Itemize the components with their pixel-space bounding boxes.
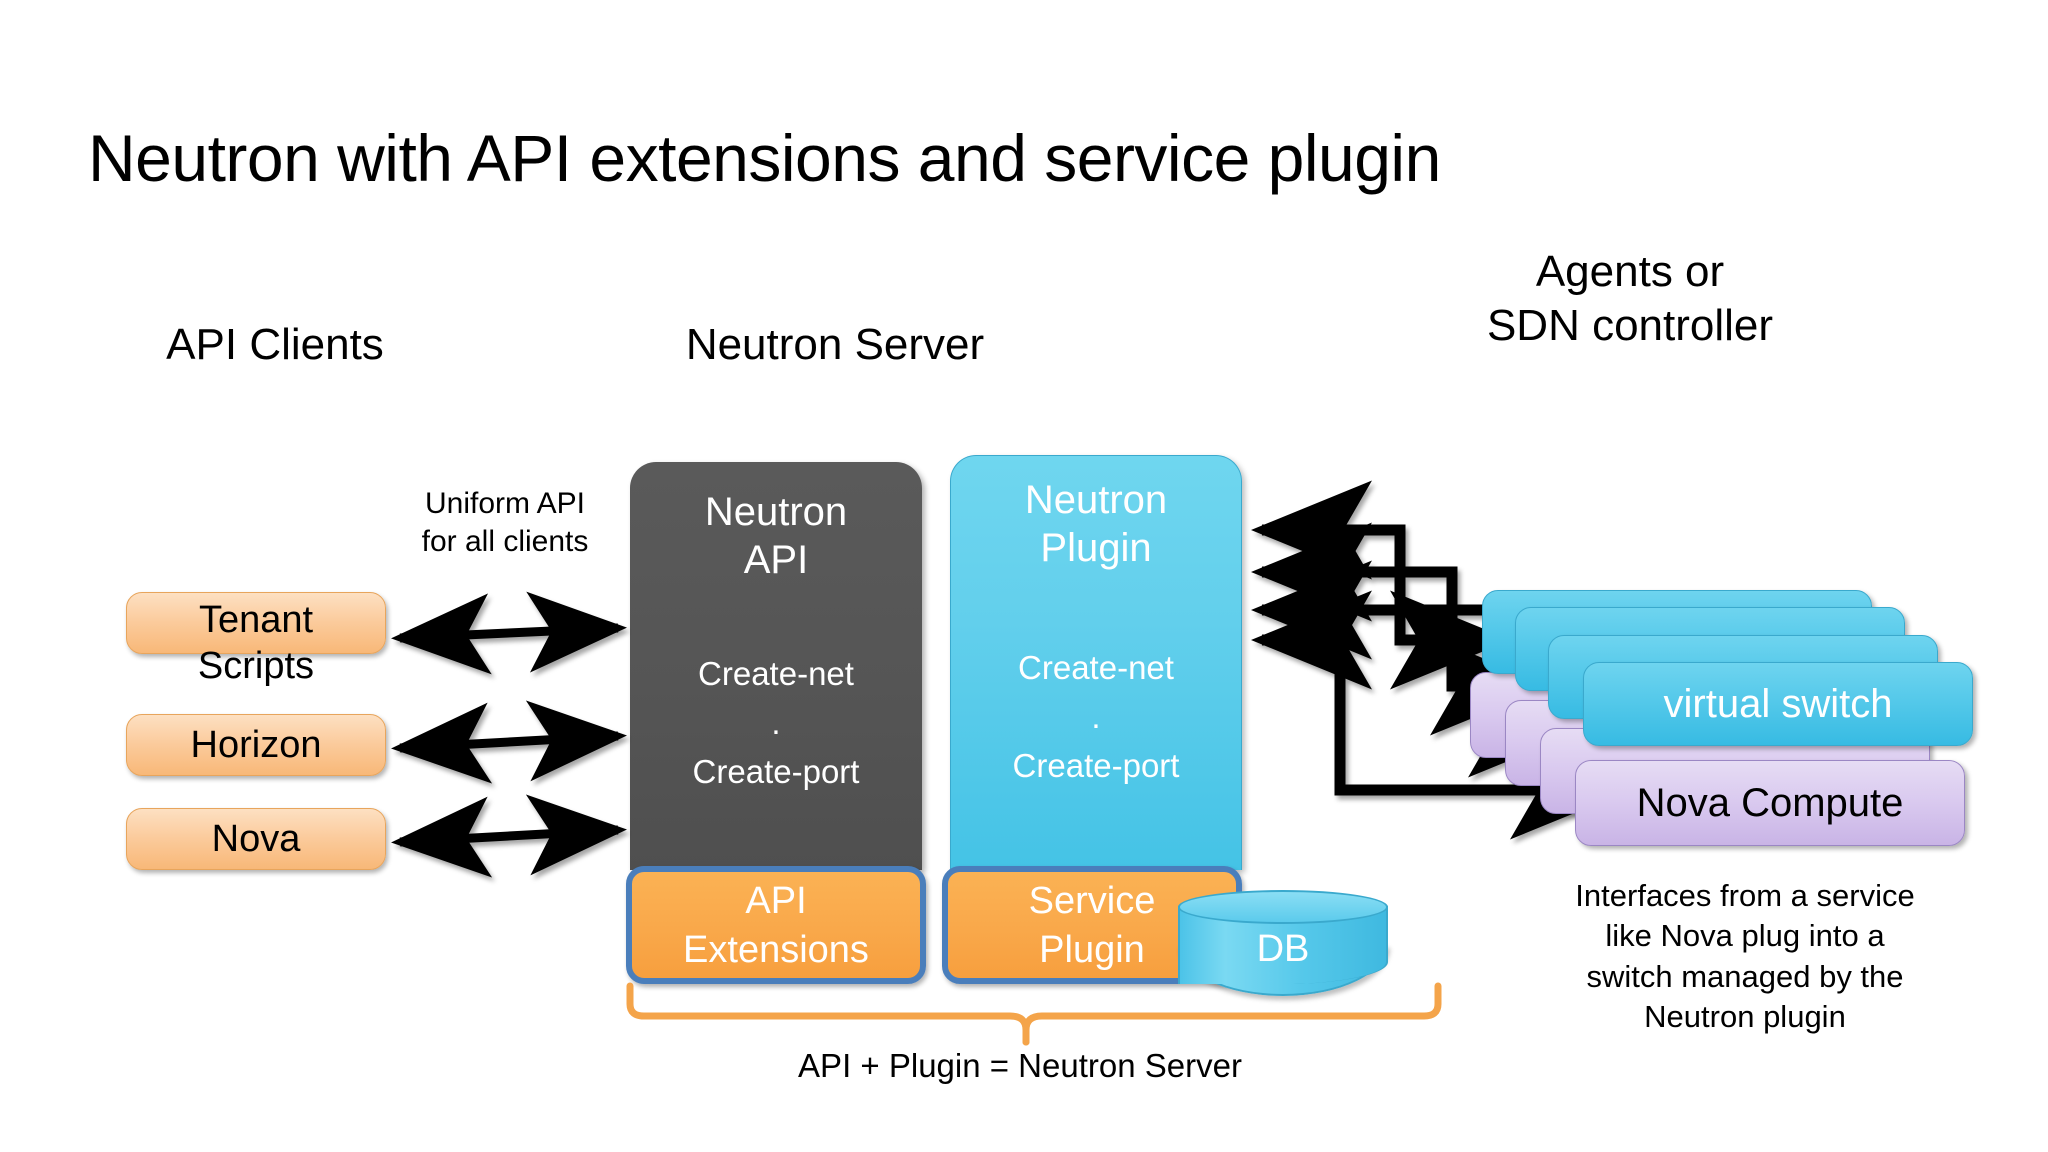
- neutron-api-op-create-port: Create-port: [692, 753, 860, 790]
- neutron-plugin-title-line2: Plugin: [1040, 526, 1152, 570]
- neutron-plugin-operations: Create-net . Create-port: [951, 651, 1241, 782]
- neutron-api-operations: Create-net . Create-port: [630, 657, 922, 788]
- nova-compute-label: Nova Compute: [1636, 780, 1904, 825]
- heading-agents-line1: Agents or: [1535, 247, 1725, 296]
- arrow-horizon-to-api: [391, 700, 627, 784]
- neutron-api-title-line2: API: [743, 538, 809, 582]
- uniform-api-note-line2: for all clients: [421, 525, 589, 559]
- neutron-api-title-line1: Neutron: [704, 490, 848, 534]
- arrow-nova-to-api: [391, 794, 627, 878]
- api-extensions-line2: Extensions: [683, 928, 869, 971]
- neutron-plugin-op-create-port: Create-port: [1012, 747, 1180, 784]
- neutron-plugin-title-line1: Neutron: [1024, 478, 1168, 522]
- neutron-api-op-create-net: Create-net: [698, 655, 854, 692]
- neutron-plugin-column[interactable]: Neutron Plugin Create-net . Create-port: [950, 455, 1242, 870]
- client-box-tenant-scripts[interactable]: Tenant Scripts: [126, 592, 386, 687]
- uniform-api-note-line1: Uniform API: [424, 487, 586, 520]
- client-box-tenant-scripts-line2: Scripts: [197, 645, 315, 688]
- virtual-switch-front[interactable]: virtual switch: [1583, 662, 1973, 746]
- connector-plugin-switch-1: [1251, 480, 1511, 690]
- nova-caption-line4: Neutron plugin: [1644, 998, 1846, 1034]
- brace-caption: API + Plugin = Neutron Server: [798, 1047, 1242, 1084]
- neutron-plugin-op-ellipsis: .: [1091, 698, 1101, 735]
- api-extensions-line1: API: [745, 880, 807, 922]
- neutron-plugin-title: Neutron Plugin: [951, 476, 1241, 572]
- api-extensions-box[interactable]: API Extensions: [626, 866, 926, 984]
- virtual-switch-label: virtual switch: [1663, 681, 1893, 726]
- neutron-api-op-ellipsis: .: [771, 704, 781, 741]
- service-plugin-line1: Service: [1028, 880, 1156, 922]
- nova-caption-line1: Interfaces from a service: [1575, 878, 1915, 913]
- nova-caption-line2: like Nova plug into a: [1605, 918, 1885, 954]
- service-plugin-line2: Plugin: [1039, 928, 1145, 971]
- client-box-tenant-scripts-line1: Tenant: [198, 599, 314, 641]
- nova-interfaces-caption: Interfaces from a service like Nova plug…: [1530, 876, 1960, 1037]
- nova-caption-line3: switch managed by the: [1586, 958, 1904, 994]
- neutron-api-title: Neutron API: [630, 488, 922, 584]
- page-title: Neutron with API extensions and service …: [88, 121, 1441, 195]
- neutron-plugin-op-create-net: Create-net: [1018, 649, 1174, 686]
- heading-neutron-server: Neutron Server: [685, 320, 985, 369]
- heading-agents-sdn-controller: Agents or SDN controller: [1360, 245, 1900, 352]
- database-label: DB: [1256, 928, 1310, 970]
- heading-api-clients: API Clients: [166, 320, 384, 369]
- nova-compute-front[interactable]: Nova Compute: [1575, 760, 1965, 846]
- heading-agents-line2: SDN controller: [1486, 300, 1774, 350]
- database-cylinder-top: [1178, 890, 1388, 924]
- neutron-api-column[interactable]: Neutron API Create-net . Create-port: [630, 462, 922, 870]
- client-box-horizon[interactable]: Horizon: [126, 714, 386, 776]
- arrow-tenant-scripts-to-api: [391, 591, 627, 675]
- database-cylinder[interactable]: DB: [1178, 890, 1388, 998]
- uniform-api-note: Uniform API for all clients: [390, 485, 620, 562]
- client-box-nova[interactable]: Nova: [126, 808, 386, 870]
